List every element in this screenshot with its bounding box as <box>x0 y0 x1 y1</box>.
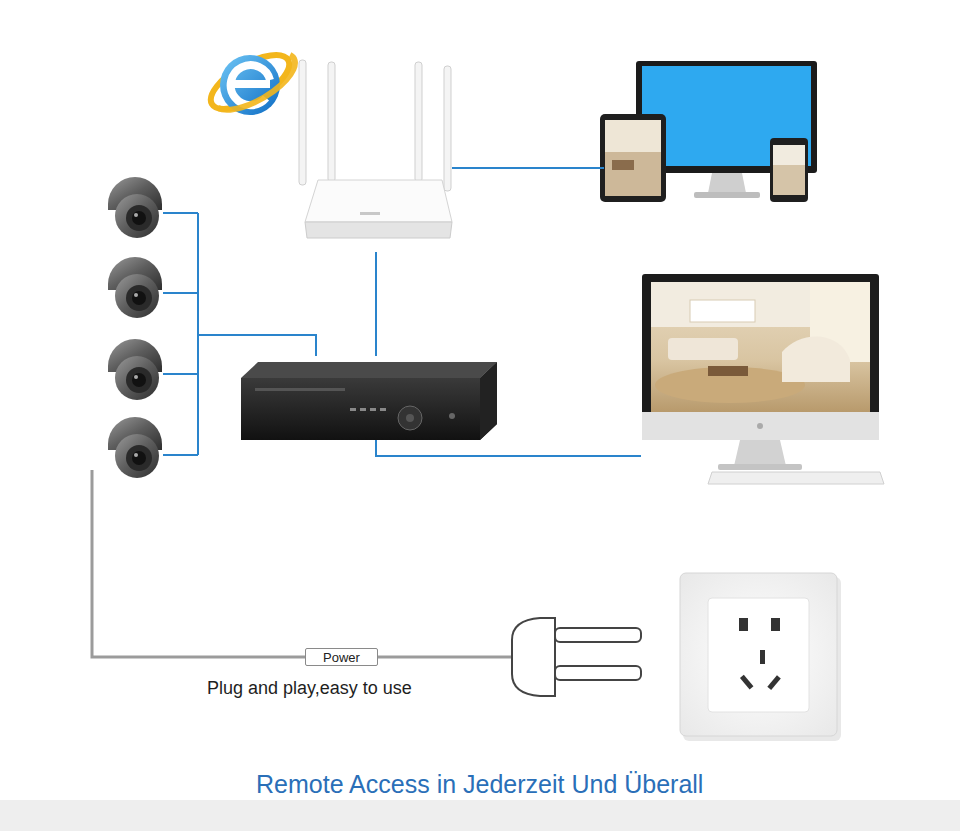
browser-logo <box>203 44 297 119</box>
power-cable <box>92 470 641 696</box>
router <box>299 60 452 238</box>
dome-cameras <box>108 177 162 478</box>
desktop-monitor <box>642 274 884 484</box>
node-text: Power <box>323 650 360 665</box>
monitor-tablet-phone <box>600 61 817 202</box>
network-wires <box>163 168 641 456</box>
wall-socket <box>680 573 841 741</box>
caption: Remote Access in Jederzeit Und Überall <box>256 770 703 799</box>
power-tag: Power <box>305 648 378 666</box>
note-text: Plug and play,easy to use <box>207 678 412 699</box>
dvr-recorder <box>241 362 497 440</box>
footer-band <box>0 800 960 831</box>
